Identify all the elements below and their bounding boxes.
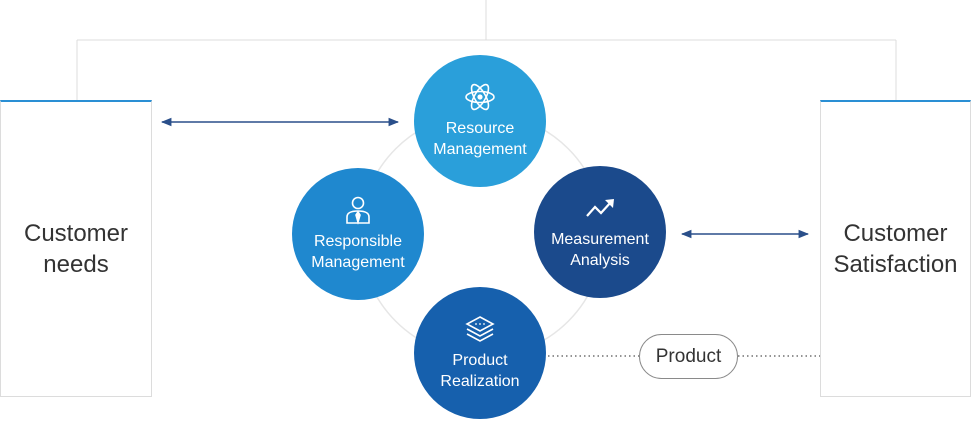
customer-satisfaction-box: Customer Satisfaction — [820, 100, 971, 397]
person-tie-icon — [346, 196, 370, 225]
product-pill-label: Product — [655, 345, 722, 367]
product-pill: Product — [639, 334, 738, 379]
responsible-management-node: Responsible Management — [292, 168, 424, 300]
resource-management-node: Resource Management — [414, 55, 546, 187]
atom-icon — [465, 83, 495, 111]
trend-up-icon — [586, 199, 614, 217]
customer-needs-box: Customer needs — [0, 100, 152, 397]
customer-needs-label: Customer needs — [23, 220, 129, 278]
resource-management-label: Resource Management — [433, 120, 527, 158]
product-realization-label: Product Realization — [440, 352, 520, 390]
top-bracket-line — [76, 0, 897, 100]
measurement-analysis-label: Measurement Analysis — [551, 231, 649, 269]
responsible-management-label: Responsible Management — [311, 233, 405, 271]
customer-satisfaction-label: Customer Satisfaction — [833, 220, 958, 278]
layers-icon — [465, 316, 495, 342]
measurement-analysis-node: Measurement Analysis — [534, 166, 666, 298]
product-realization-node: Product Realization — [414, 287, 546, 419]
